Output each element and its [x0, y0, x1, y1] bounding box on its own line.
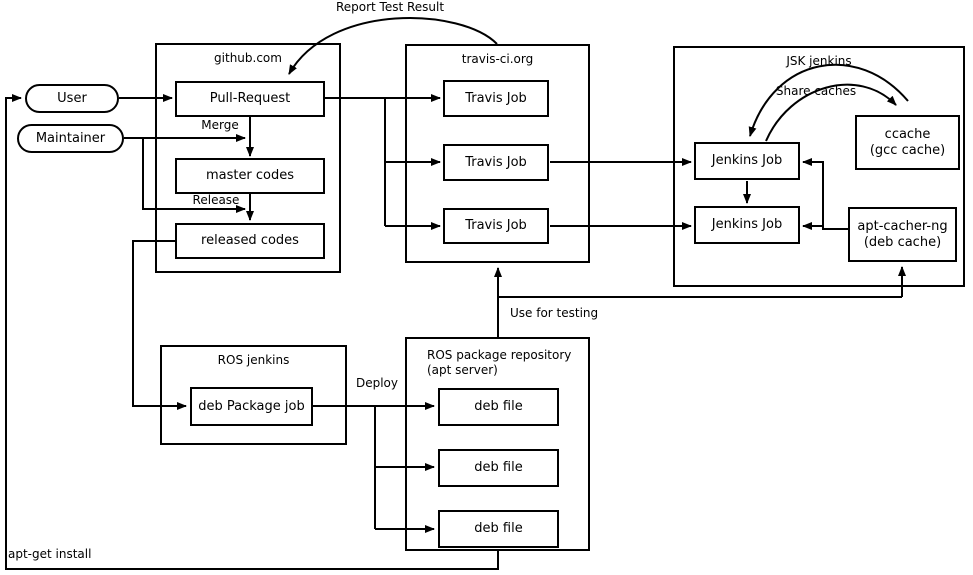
node-maintainer-label: Maintainer — [35, 130, 106, 146]
node-apt-cacher-ng: apt-cacher-ng (deb cache) — [848, 207, 957, 262]
node-user: User — [25, 84, 119, 113]
node-travis-job-1: Travis Job — [443, 80, 549, 117]
node-maintainer: Maintainer — [17, 124, 124, 153]
group-github-label: github.com — [214, 51, 282, 65]
node-travis-job-3-label: Travis Job — [465, 218, 527, 233]
edge-released-codes-to-deb-package-job — [132, 240, 187, 410]
edge-apt-get-install-loop — [5, 94, 499, 570]
node-travis-job-1-label: Travis Job — [465, 90, 527, 106]
edge-label-use-for-testing: Use for testing — [510, 306, 599, 320]
node-apt-cacher-ng-label-line1: apt-cacher-ng — [857, 218, 948, 234]
node-travis-job-2-label: Travis Job — [465, 154, 527, 170]
node-deb-file-1-label: deb file — [474, 399, 523, 414]
node-jenkins-job-2: Jenkins Job — [694, 206, 800, 244]
node-deb-file-2-label: deb file — [474, 460, 523, 475]
node-user-label: User — [57, 90, 87, 106]
node-deb-file-3-label: deb file — [474, 521, 523, 536]
node-master-codes-label: master codes — [205, 168, 295, 183]
node-jenkins-job-1: Jenkins Job — [694, 142, 800, 180]
node-travis-job-2: Travis Job — [443, 144, 549, 181]
edge-share-caches-ccache-to-jenkins — [748, 63, 909, 137]
repo-label-line2: (apt server) — [427, 363, 498, 377]
node-apt-cacher-ng-label-line2: (deb cache) — [863, 234, 942, 250]
node-deb-file-2: deb file — [438, 449, 559, 487]
node-released-codes-label: released codes — [201, 233, 299, 248]
node-ccache-label-line2: (gcc cache) — [869, 142, 946, 158]
node-deb-file-3: deb file — [438, 510, 559, 548]
edge-label-release: Release — [192, 193, 240, 207]
group-ros-jenkins-label: ROS jenkins — [217, 353, 290, 367]
node-ccache-label-line1: ccache — [884, 126, 931, 142]
edge-maintainer-release — [142, 138, 246, 213]
node-jenkins-job-1-label: Jenkins Job — [711, 153, 783, 168]
edge-label-deploy: Deploy — [355, 376, 399, 390]
repo-label-line1: ROS package repository — [427, 348, 572, 362]
edge-label-merge: Merge — [201, 118, 239, 132]
node-deb-package-job-label: deb Package job — [198, 398, 305, 414]
node-pull-request-label: Pull-Request — [209, 91, 291, 106]
group-travis: travis-ci.org — [405, 44, 590, 263]
node-deb-file-1: deb file — [438, 388, 559, 426]
node-travis-job-3: Travis Job — [443, 208, 549, 244]
node-released-codes: released codes — [175, 223, 325, 259]
node-pull-request: Pull-Request — [175, 81, 325, 117]
edge-label-apt-get-install: apt-get install — [8, 547, 92, 561]
node-master-codes: master codes — [175, 158, 325, 194]
group-travis-label: travis-ci.org — [461, 52, 534, 66]
group-ros-package-repository-label: ROS package repository (apt server) — [427, 348, 571, 378]
edge-label-share-caches: Share caches — [775, 84, 857, 98]
node-deb-package-job: deb Package job — [190, 387, 313, 426]
node-ccache: ccache (gcc cache) — [855, 115, 960, 170]
edge-share-caches-jenkins-to-ccache — [765, 83, 897, 142]
group-ros-jenkins: ROS jenkins — [160, 345, 347, 445]
edge-report-test-result — [288, 17, 498, 75]
edge-label-report-test-result: Report Test Result — [335, 0, 445, 14]
node-jenkins-job-2-label: Jenkins Job — [711, 217, 783, 232]
group-github: github.com — [155, 43, 341, 273]
edge-apt-cacher-to-jenkins-job-1 — [802, 158, 848, 230]
